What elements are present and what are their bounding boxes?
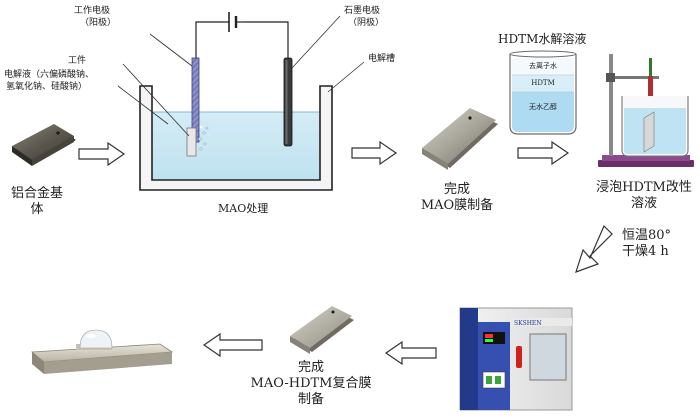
soaking-apparatus [598,54,694,167]
composite-film-plate [290,306,354,354]
composite-film-label-line3: 制备 [297,392,324,407]
electrolyte-label-line1: 电解液（六偏磷酸钠、 [4,70,95,80]
electrolysis-tank [139,85,333,191]
hdtm-beaker [509,50,577,135]
drying-oven [459,307,573,411]
mao-film-label-line2: MAO膜制备 [420,198,494,213]
working-electrode-label: 工作电极 [74,6,111,16]
arrow-down-left-icon [575,224,613,273]
arrow-left-icon [384,340,437,366]
contact-angle-sample [30,329,174,374]
aluminum-substrate-plate [12,124,76,166]
power-supply-circuit [195,12,289,60]
substrate-label-line2: 体 [30,202,44,217]
hdtm-solution-title: HDTM水解溶液 [498,32,587,46]
working-electrode [186,57,209,157]
arrow-right-icon [517,140,570,166]
label-leader-lines [117,15,365,137]
electrolyte-label-line2: 氢氧化钠、硅酸钠） [6,82,88,92]
workpiece-label: 工件 [68,56,87,66]
substrate-label-line1: 铝合金基 [10,186,63,201]
arrow-right-icon [351,140,398,166]
arrow-left-icon [202,332,263,358]
working-electrode-sublabel: （阳极） [80,18,117,28]
arrow-right-icon [78,141,126,167]
mao-treatment-step-label: MAO处理 [218,202,269,215]
oven-brand-label: SKSHEN [514,320,542,327]
drying-condition-line2: 干燥4 h [622,244,669,259]
graphite-electrode-label: 石墨电极 [344,6,381,16]
soaking-label-line1: 浸泡HDTM改性 [596,180,692,195]
beaker-layer-hdtm: HDTM [531,79,555,87]
electrolysis-tank-label: 电解槽 [368,54,396,64]
drying-condition-line1: 恒温80° [622,228,672,243]
composite-film-label-line1: 完成 [297,360,324,375]
graphite-electrode [283,57,293,147]
composite-film-label-line2: MAO-HDTM复合膜 [250,376,372,391]
soaking-label-line2: 溶液 [630,196,657,211]
graphite-electrode-sublabel: （阴极） [348,18,385,28]
beaker-layer-ethanol: 无水乙醇 [529,103,557,111]
mao-film-plate [422,108,498,170]
mao-film-label-line1: 完成 [443,182,470,197]
beaker-layer-water: 去离子水 [529,62,557,70]
